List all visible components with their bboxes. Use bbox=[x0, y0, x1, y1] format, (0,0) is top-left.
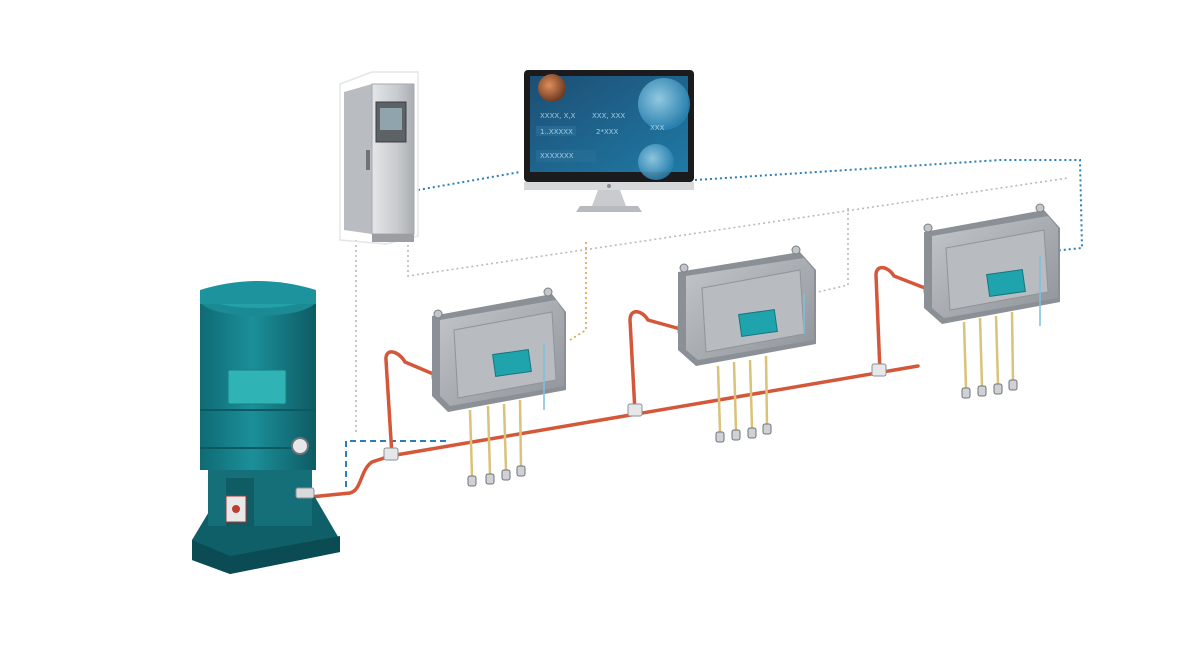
distributor-panel bbox=[492, 349, 532, 377]
progressive-distributor-icon bbox=[678, 245, 816, 443]
monitor-network-link bbox=[694, 159, 1084, 253]
pump-control-loop bbox=[345, 440, 446, 488]
grease-nipple-icon bbox=[467, 465, 526, 487]
grease-nipple-icon bbox=[961, 379, 1018, 399]
progressive-distributor-icon bbox=[432, 287, 566, 487]
branch-tubes bbox=[962, 311, 1015, 389]
grease-pump-icon bbox=[192, 281, 340, 574]
screen-text-row3-left: XXXXXXX bbox=[540, 152, 574, 160]
amber-sensor-line bbox=[569, 242, 587, 341]
cabinet-bus-line bbox=[407, 177, 1069, 277]
distributor-panel bbox=[986, 269, 1026, 297]
grease-nipple-icon bbox=[715, 423, 772, 443]
signal-lines bbox=[345, 159, 1084, 488]
progressive-distributor-icon bbox=[923, 203, 1060, 399]
control-cabinet-icon bbox=[339, 71, 419, 245]
screen-text-row3-right: XXX bbox=[650, 124, 665, 132]
monitor-icon: XXXX, X,X XXX, XXX 1..XXXXX 2*XXX XXXXXX… bbox=[524, 70, 694, 212]
branch-tubes bbox=[468, 399, 523, 477]
screen-text-row2-left: 1..XXXXX bbox=[540, 128, 573, 136]
distributor-2-signal bbox=[817, 208, 849, 293]
screen-text-row1-left: XXXX, X,X bbox=[540, 112, 576, 120]
pump-label-plate bbox=[227, 369, 287, 405]
distributor-panel bbox=[738, 309, 778, 337]
main-feed-pipe bbox=[308, 265, 932, 499]
pressure-gauge-icon bbox=[291, 437, 309, 455]
screen-text-row1-right: XXX, XXX bbox=[592, 112, 625, 120]
screen-text-row2-right: 2*XXX bbox=[596, 128, 619, 136]
branch-tubes bbox=[716, 355, 769, 433]
cabinet-monitor-link bbox=[417, 171, 521, 191]
